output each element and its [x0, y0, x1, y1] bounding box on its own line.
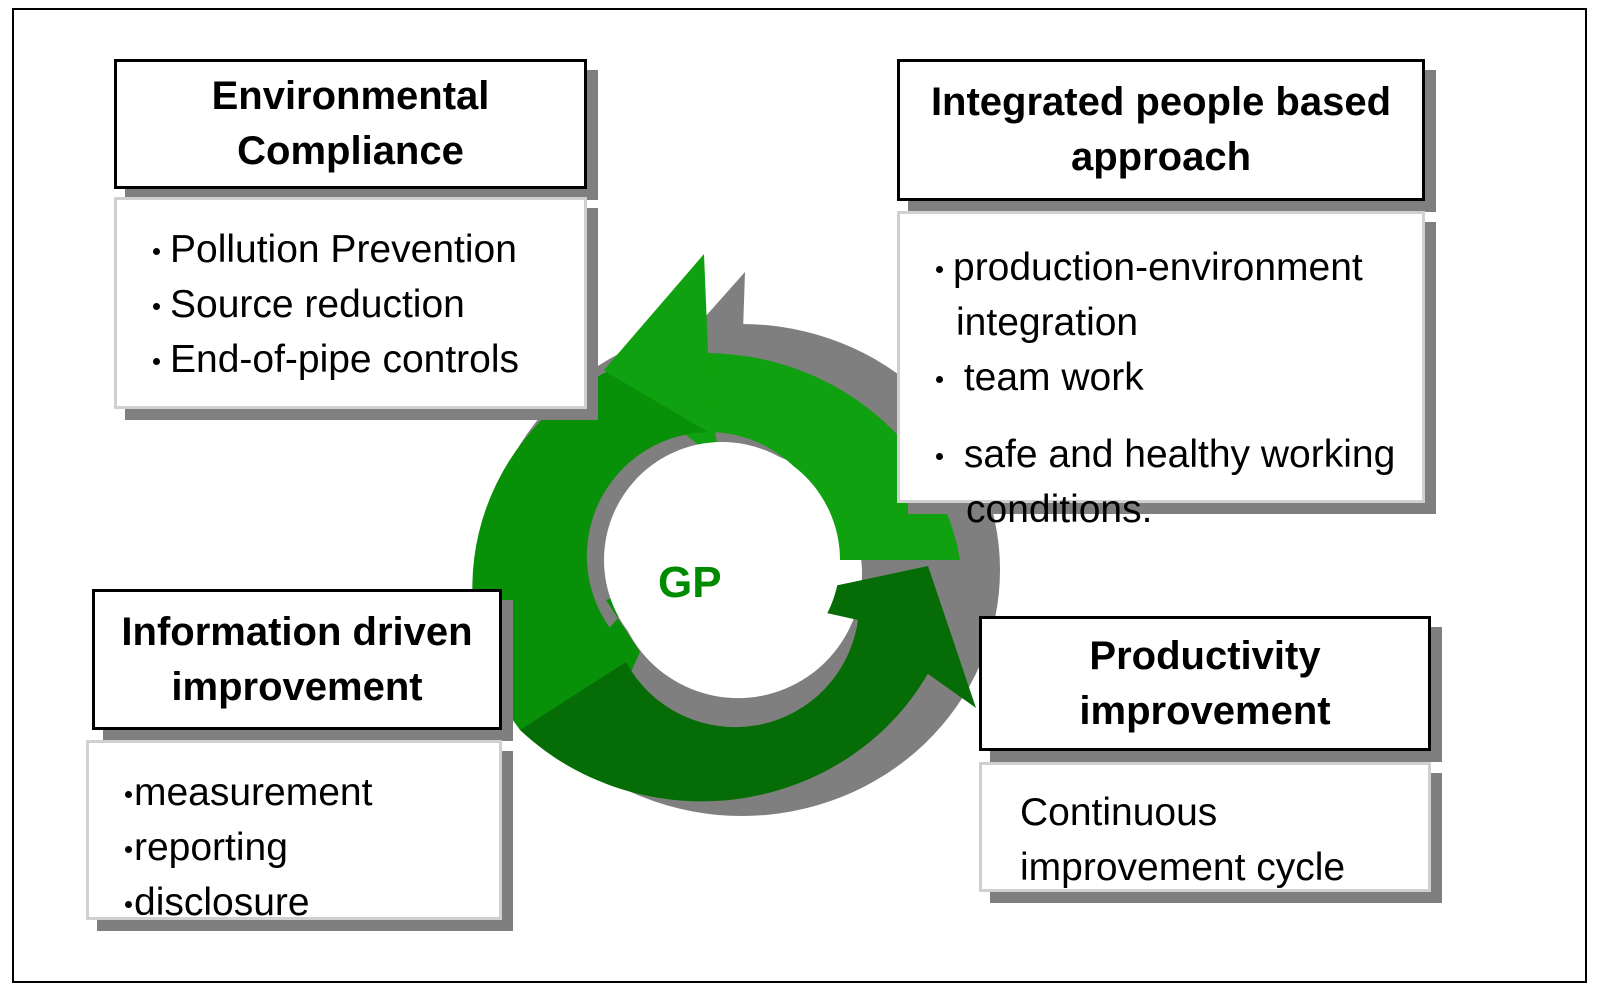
list-item: reporting [125, 820, 499, 875]
title-line: Productivity [1089, 633, 1321, 678]
list-item: measurement [125, 765, 499, 820]
integrated-approach-title-box: Integrated people based approach [897, 59, 1425, 201]
productivity-list-box: Continuous improvement cycle [979, 762, 1431, 892]
title-line: Information driven [121, 609, 473, 654]
title-line: improvement [1079, 688, 1331, 733]
list-item: End-of-pipe controls [153, 332, 584, 387]
environmental-compliance-title-box: Environmental Compliance [114, 59, 587, 189]
arrowhead-top [604, 254, 720, 462]
environmental-compliance-list-box: Pollution Prevention Source reduction En… [114, 197, 587, 409]
cycle-arrow-bottom [520, 620, 938, 802]
diagram-frame [12, 8, 1587, 983]
integrated-approach-list-box: production-environment integration team … [897, 211, 1425, 531]
list-item: safe and healthy working [936, 427, 1422, 482]
information-driven-list-box: measurement reporting disclosure [86, 740, 502, 924]
cycle-center [604, 442, 840, 678]
list-item: improvement cycle [1020, 846, 1346, 889]
title-line: approach [1070, 135, 1252, 179]
title-line: improvement [171, 664, 423, 709]
title-line: Integrated people based [930, 80, 1392, 124]
list-item: conditions. [966, 488, 1153, 531]
list-item: Pollution Prevention [153, 222, 584, 277]
title-line: Compliance [237, 129, 464, 173]
list-item: team work [936, 350, 1422, 405]
cycle-arrow-left [472, 372, 708, 730]
productivity-title-box: Productivity improvement [979, 616, 1431, 751]
list-item: Source reduction [153, 277, 584, 332]
list-item: production-environment [936, 240, 1422, 295]
list-item: integration [956, 301, 1139, 344]
list-item: Continuous [1020, 791, 1218, 834]
title-line: Environmental [211, 74, 490, 118]
information-driven-title-box: Information driven improvement [92, 589, 502, 730]
list-item: disclosure [125, 875, 499, 930]
center-label: GP [658, 558, 722, 607]
